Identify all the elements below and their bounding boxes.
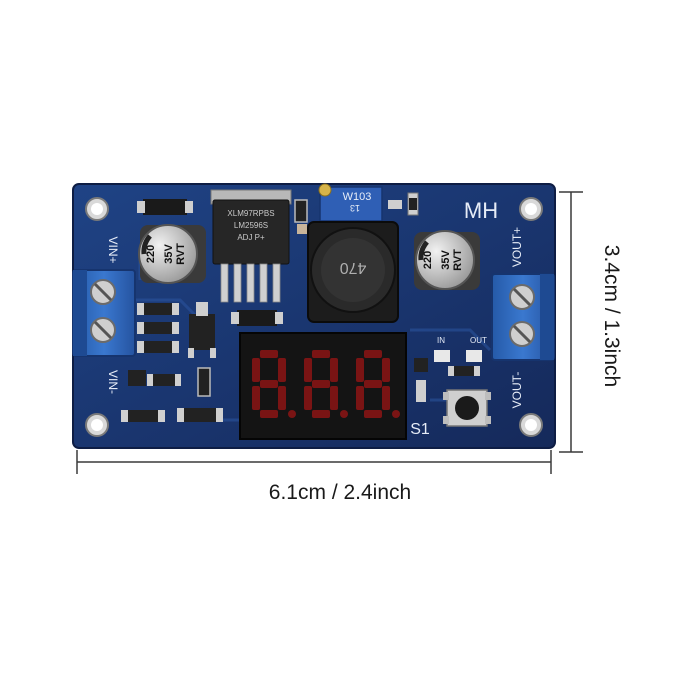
output-capacitor: 220 35V RVT: [414, 230, 480, 290]
height-dimension-line: [559, 191, 583, 453]
regulator-ic: XLM97RPBS LM2596S ADJ P+: [210, 189, 292, 303]
digit-2-segment-7: [312, 380, 330, 388]
status-leds: IN OUT: [414, 336, 487, 402]
digit-3-segment-7: [364, 380, 382, 388]
width-dimension-label: 6.1cm / 2.4inch: [268, 481, 412, 504]
switch-label: S1: [410, 421, 430, 438]
brand-label: MH: [464, 198, 498, 223]
trimmer-potentiometer: W103 13: [318, 183, 383, 222]
digit-1-decimal-point: [288, 410, 296, 418]
digit-3-segment-4: [364, 410, 382, 418]
svg-text:220: 220: [422, 251, 434, 269]
digit-2-decimal-point: [340, 410, 348, 418]
led-out-label: OUT: [470, 336, 487, 345]
digit-3-segment-6: [356, 358, 364, 382]
inductor: 470: [307, 221, 399, 323]
smd-components-top-right: [388, 192, 419, 216]
vin-plus-label: VIN+: [106, 236, 120, 263]
ic-label-line3: ADJ P+: [237, 233, 265, 242]
digit-1-segment-5: [252, 386, 260, 410]
width-dimension-line: [76, 450, 552, 474]
display-digits: [252, 350, 400, 418]
output-terminal-block: [491, 273, 555, 361]
ic-label-line2: LM2596S: [234, 221, 268, 230]
vin-minus-label: VIN-: [106, 370, 120, 394]
digit-1-segment-1: [260, 350, 278, 358]
svg-text:220: 220: [145, 245, 157, 263]
push-button: [443, 389, 491, 427]
digit-3-segment-2: [382, 358, 390, 382]
cap-right-line2: 35V: [440, 250, 452, 270]
ic-label-line1: XLM97RPBS: [227, 209, 274, 218]
digit-3-segment-3: [382, 386, 390, 410]
digit-1-segment-4: [260, 410, 278, 418]
trimmer-label: W103: [343, 191, 372, 203]
input-terminal-block: [72, 269, 136, 357]
digit-1-segment-2: [278, 358, 286, 382]
smd-components-top-left: [137, 199, 308, 234]
cap-left-line1: 220: [145, 245, 157, 263]
cap-right-line1: 220: [422, 251, 434, 269]
cap-right-line3: RVT: [452, 249, 464, 271]
digit-2-segment-4: [312, 410, 330, 418]
digit-1-segment-3: [278, 386, 286, 410]
cap-left-line2: 35V: [163, 244, 175, 264]
smd-components-bottom-left: [121, 367, 223, 422]
digit-2-segment-2: [330, 358, 338, 382]
trimmer-sub-label: 13: [350, 203, 360, 213]
smd-transistor: [231, 310, 283, 326]
height-dimension-label: 3.4cm / 1.3inch: [600, 244, 623, 388]
digit-1-segment-7: [260, 380, 278, 388]
digit-2-segment-1: [312, 350, 330, 358]
digit-2-segment-3: [330, 386, 338, 410]
inductor-label: 470: [340, 259, 367, 276]
vout-plus-label: VOUT+: [510, 227, 524, 267]
digit-3-segment-1: [364, 350, 382, 358]
digit-2-segment-6: [304, 358, 312, 382]
digit-1-segment-6: [252, 358, 260, 382]
input-capacitor: 220 35V RVT: [138, 224, 206, 284]
cap-left-line3: RVT: [175, 243, 187, 265]
vout-minus-label: VOUT-: [510, 372, 524, 409]
seven-segment-display: [239, 332, 407, 440]
mounting-holes: [85, 197, 543, 437]
digit-3-decimal-point: [392, 410, 400, 418]
smd-resistors-left: [137, 302, 216, 358]
led-in-label: IN: [437, 336, 445, 345]
digit-2-segment-5: [304, 386, 312, 410]
digit-3-segment-5: [356, 386, 364, 410]
